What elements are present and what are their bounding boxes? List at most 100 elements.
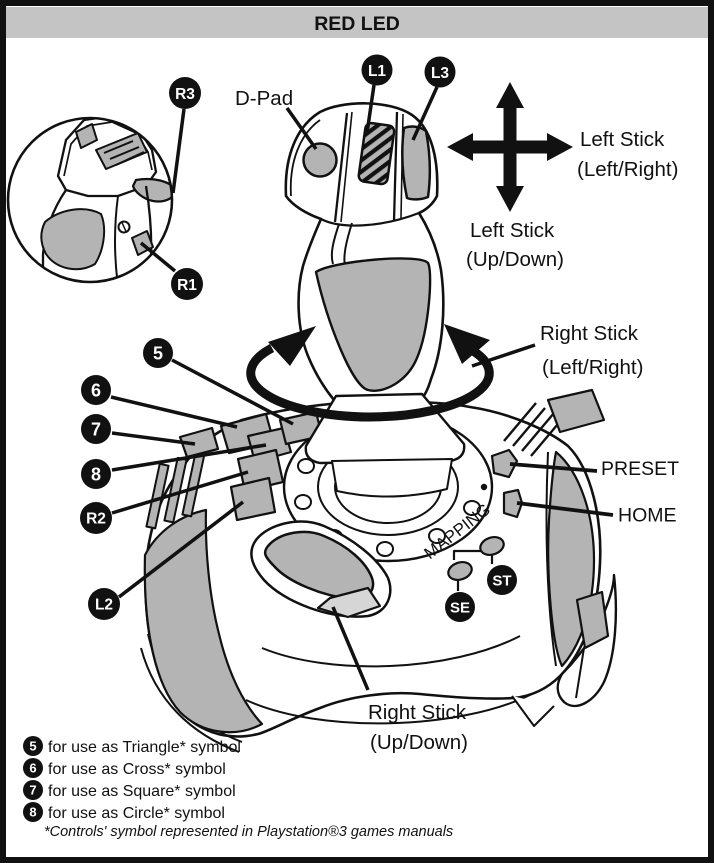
l3-callout-badge bbox=[424, 56, 456, 88]
se-label: SE bbox=[450, 600, 470, 617]
r1-callout-line bbox=[139, 241, 177, 273]
right-vents bbox=[503, 388, 606, 457]
r2-callout-line bbox=[111, 470, 249, 515]
st-button bbox=[479, 536, 505, 556]
l1-callout-badge bbox=[361, 54, 393, 86]
dpad-callout-line bbox=[285, 106, 318, 151]
legend: 5 for use as Triangle* symbol 6 for use … bbox=[23, 736, 453, 840]
l3-callout-line bbox=[411, 86, 439, 141]
l3-label: L3 bbox=[431, 65, 449, 82]
home-label: HOME bbox=[618, 505, 677, 527]
mapping-group bbox=[447, 536, 505, 591]
left-stick-cross-arrows bbox=[447, 82, 573, 212]
rotation-arrowhead-right bbox=[444, 324, 490, 364]
arrow-right bbox=[547, 133, 573, 161]
btn5-callout-badge bbox=[143, 338, 173, 368]
rotation-arrow bbox=[246, 324, 494, 422]
left-stick-lr-label-1: Left Stick bbox=[580, 128, 665, 151]
btn8-label: 8 bbox=[91, 465, 101, 485]
rotation-arrowhead-left bbox=[268, 326, 316, 366]
r2-callout-badge bbox=[80, 502, 112, 534]
l1-label: L1 bbox=[368, 63, 386, 80]
button-r2 bbox=[236, 448, 285, 493]
legend-text-6: for use as Cross* symbol bbox=[48, 761, 226, 778]
grip-pad bbox=[314, 257, 432, 392]
legend-badge-6 bbox=[23, 758, 43, 778]
btn6-label: 6 bbox=[91, 381, 101, 401]
btn5-callout-line bbox=[171, 358, 294, 426]
btn7-label: 7 bbox=[91, 420, 101, 440]
left-stick-ud-label-1: Left Stick bbox=[470, 219, 555, 242]
legend-badge-7-num: 7 bbox=[29, 783, 36, 798]
right-stick-lr-label-1: Right Stick bbox=[540, 322, 639, 345]
left-palm-rest bbox=[143, 508, 264, 734]
btn5-label: 5 bbox=[153, 344, 163, 364]
right-stick-ud-label-1: Right Stick bbox=[368, 701, 467, 724]
right-stick-ud-label-2: (Up/Down) bbox=[370, 731, 468, 754]
legend-row-6: 6 for use as Cross* symbol bbox=[23, 758, 226, 778]
right-stick-ud-callout-line bbox=[331, 606, 370, 691]
r3-callout-badge bbox=[169, 77, 201, 109]
legend-row-8: 8 for use as Circle* symbol bbox=[23, 802, 225, 822]
legend-badge-5-num: 5 bbox=[29, 739, 36, 754]
arrow-up bbox=[496, 82, 524, 108]
header-band bbox=[6, 7, 708, 38]
right-stick-lr-label-2: (Left/Right) bbox=[542, 356, 643, 379]
l1-control bbox=[357, 121, 396, 186]
throttle-rocker bbox=[250, 520, 392, 619]
r2-label: R2 bbox=[86, 511, 106, 528]
r1-label: R1 bbox=[177, 277, 197, 294]
legend-footnote: *Controls' symbol represented in Playsta… bbox=[44, 824, 453, 840]
r1-callout-badge bbox=[171, 268, 203, 300]
base-buttons bbox=[178, 410, 324, 522]
l3-control bbox=[401, 125, 431, 201]
btn6-callout-badge bbox=[81, 375, 111, 405]
home-button bbox=[502, 488, 524, 519]
legend-row-7: 7 for use as Square* symbol bbox=[23, 780, 236, 800]
legend-badge-6-num: 6 bbox=[29, 761, 36, 776]
btn8-callout-line bbox=[111, 443, 267, 472]
btn7-callout-line bbox=[111, 431, 196, 446]
page-title: RED LED bbox=[314, 13, 400, 35]
l2-callout-badge bbox=[88, 588, 120, 620]
button-7 bbox=[178, 426, 220, 459]
stick-handle bbox=[284, 102, 466, 498]
home-callout-line bbox=[516, 501, 614, 517]
st-label: ST bbox=[492, 573, 511, 590]
btn6-callout-line bbox=[110, 395, 238, 429]
se-button bbox=[447, 561, 473, 581]
stick-column bbox=[331, 458, 453, 498]
preset-button bbox=[490, 448, 519, 479]
right-stick-lr-callout-line bbox=[471, 343, 536, 368]
legend-text-5: for use as Triangle* symbol bbox=[48, 739, 241, 756]
rear-view-inset: R3 R1 bbox=[6, 77, 203, 300]
st-callout-badge bbox=[487, 565, 517, 595]
legend-badge-5 bbox=[23, 736, 43, 756]
btn7-callout-badge bbox=[81, 414, 111, 444]
r3-label: R3 bbox=[175, 86, 195, 103]
legend-badge-8-num: 8 bbox=[29, 805, 36, 820]
left-stick-lr-label-2: (Left/Right) bbox=[577, 158, 678, 181]
preset-label: PRESET bbox=[601, 458, 679, 480]
legend-badge-7 bbox=[23, 780, 43, 800]
l1-callout-line bbox=[365, 84, 376, 134]
dpad-control bbox=[302, 142, 338, 178]
btn8-callout-badge bbox=[81, 459, 111, 489]
preset-callout-line bbox=[509, 462, 598, 473]
inset-circle-outline bbox=[6, 116, 174, 284]
left-vents bbox=[145, 450, 206, 530]
dpad-label: D-Pad bbox=[235, 87, 293, 110]
arrow-left bbox=[447, 133, 473, 161]
top-callouts: D-Pad L1 L3 bbox=[235, 54, 456, 151]
inset-art bbox=[40, 118, 172, 282]
l2-callout-line bbox=[117, 500, 245, 599]
se-callout-badge bbox=[445, 592, 475, 622]
l2-label: L2 bbox=[95, 597, 113, 614]
axis-labels: Left Stick (Left/Right) Left Stick (Up/D… bbox=[331, 128, 678, 754]
legend-text-8: for use as Circle* symbol bbox=[48, 805, 225, 822]
led-dot bbox=[480, 483, 488, 491]
r3-callout-line bbox=[171, 108, 186, 194]
legend-badge-8 bbox=[23, 802, 43, 822]
